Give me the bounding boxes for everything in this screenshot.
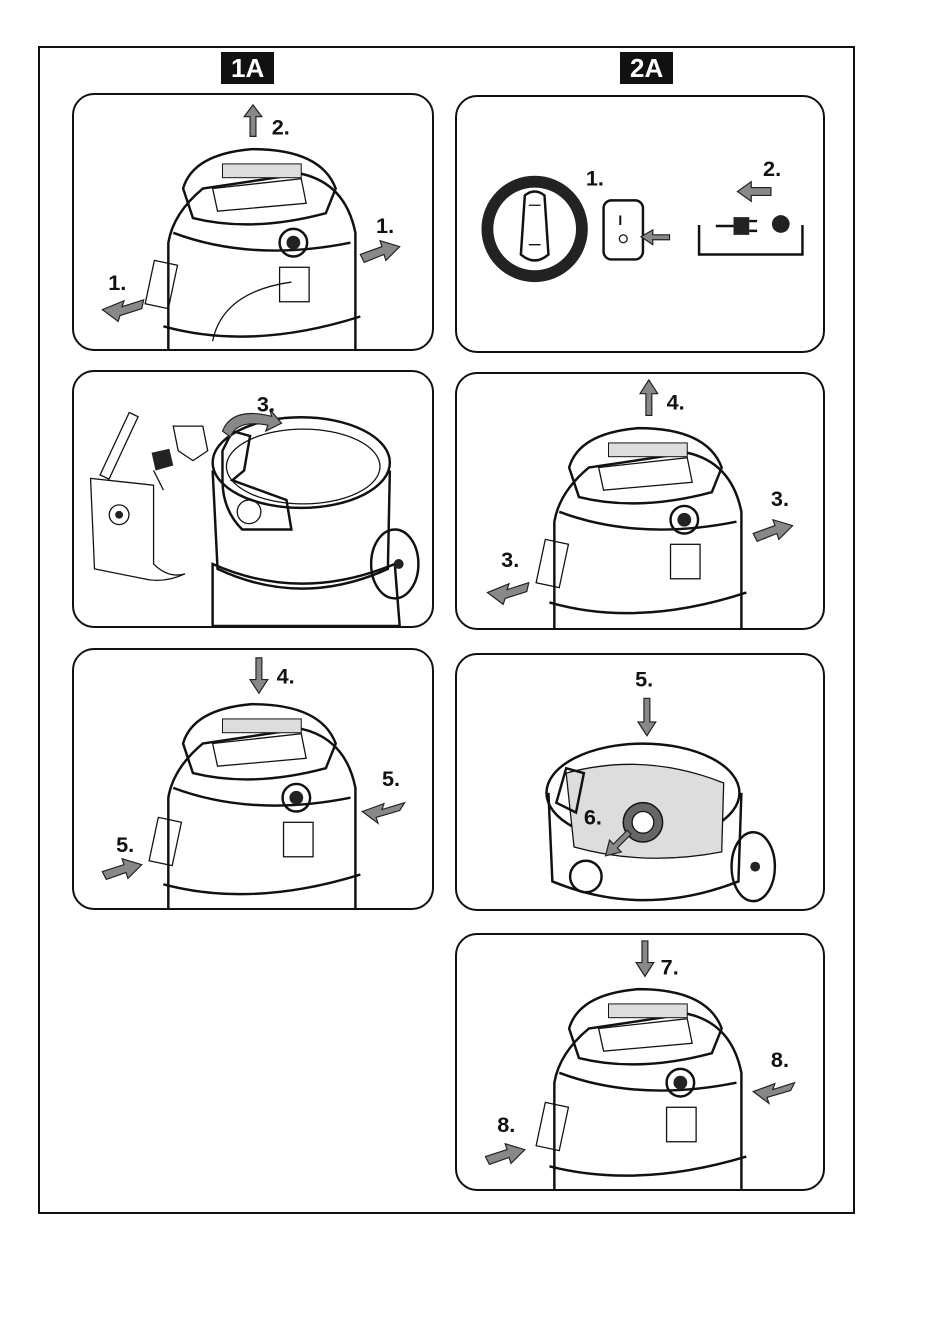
svg-text:I: I	[618, 213, 622, 228]
section-header-1a: 1A	[221, 52, 274, 84]
step-label: 4.	[277, 663, 295, 688]
arrow-down-icon	[250, 658, 268, 693]
section-header-2a: 2A	[620, 52, 673, 84]
panel-2a-remove-bag: 5. 6.	[455, 653, 825, 911]
panel-2a-switch-unplug: I 1. 2.	[455, 95, 825, 353]
switch-icon	[604, 200, 643, 259]
arrow-down-icon	[636, 941, 654, 976]
bin-filter-illustration: 5. 6.	[457, 655, 823, 909]
arrow-left-icon	[362, 803, 404, 824]
vacuum-head-illustration: 2. 1. 1.	[74, 95, 432, 349]
switch-plug-illustration: I 1. 2.	[457, 97, 823, 351]
step-label: 2.	[763, 156, 781, 181]
panel-1a-replace-head: 4. 5. 5.	[72, 648, 434, 910]
dial-icon	[487, 182, 582, 277]
arrow-right-icon	[753, 520, 792, 542]
arrow-down-icon	[638, 698, 656, 735]
arrow-left-icon	[737, 182, 770, 202]
step-label: 5.	[635, 667, 653, 692]
vacuum-head-illustration: 4. 5. 5.	[74, 650, 432, 908]
bin-illustration: 3.	[74, 372, 432, 626]
panel-2a-replace-head: 7. 8. 8.	[455, 933, 825, 1191]
vacuum-head-illustration: 7. 8. 8.	[457, 935, 823, 1189]
arrow-left-icon	[487, 583, 528, 605]
step-label: 3.	[257, 391, 275, 416]
step-label: 6.	[584, 804, 602, 829]
step-label: 8.	[497, 1112, 515, 1137]
step-label: 7.	[661, 954, 679, 979]
arrow-right-icon	[360, 241, 399, 263]
step-label: 1.	[376, 213, 394, 238]
panel-1a-bin-accessories: 3.	[72, 370, 434, 628]
arrow-left-icon	[102, 300, 143, 322]
arrow-left-icon	[753, 1083, 794, 1104]
vacuum-head-illustration: 4. 3. 3.	[457, 374, 823, 628]
arrow-up-icon	[244, 105, 262, 137]
step-label: 3.	[501, 547, 519, 572]
step-label: 1.	[586, 166, 604, 191]
step-label: 5.	[382, 766, 400, 791]
panel-1a-remove-head: 2. 1. 1.	[72, 93, 434, 351]
step-label: 5.	[116, 832, 134, 857]
step-label: 1.	[108, 270, 126, 295]
step-label: 2.	[272, 114, 290, 139]
plug-icon	[734, 217, 750, 235]
step-label: 8.	[771, 1047, 789, 1072]
step-label: 4.	[667, 389, 685, 414]
arrow-up-icon	[640, 380, 658, 415]
step-label: 3.	[771, 486, 789, 511]
arrow-left-icon	[641, 230, 670, 245]
socket-icon	[772, 215, 790, 233]
panel-2a-remove-head: 4. 3. 3.	[455, 372, 825, 630]
arrow-right-icon	[102, 859, 141, 880]
arrow-right-icon	[485, 1144, 524, 1165]
